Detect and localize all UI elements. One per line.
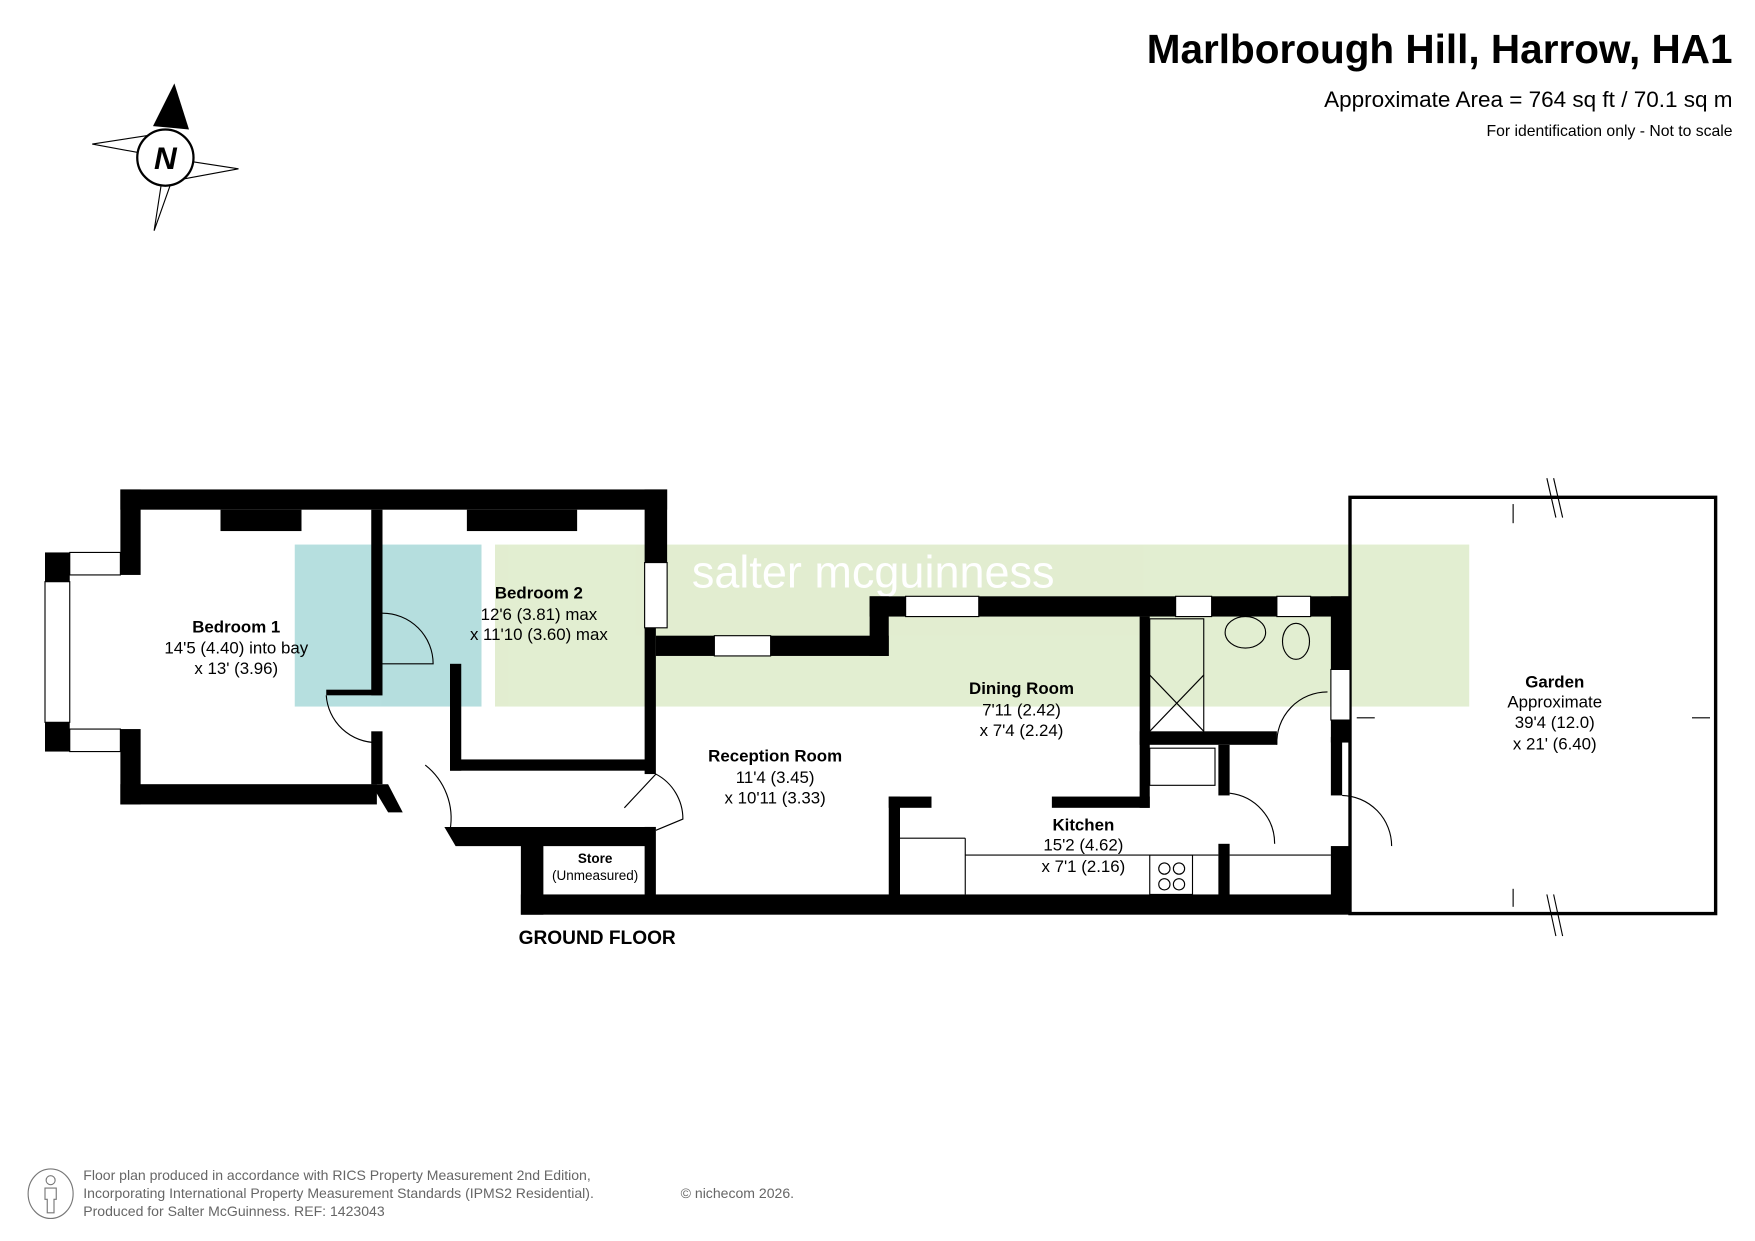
compass-label: N [154, 140, 178, 176]
room-bedroom-2: Bedroom 2 12'6 (3.81) max x 11'10 (3.60)… [470, 584, 608, 645]
room-kitchen: Kitchen 15'2 (4.62) x 7'1 (2.16) [1041, 815, 1125, 876]
room-name: Bedroom 2 [495, 584, 583, 603]
room-dimension: x 11'10 (3.60) max [470, 625, 608, 644]
room-dimension: 15'2 (4.62) [1043, 836, 1123, 855]
room-store: Store (Unmeasured) [552, 851, 638, 883]
person-scale-icon [27, 1168, 74, 1219]
room-dimension: 11'4 (3.45) [736, 768, 815, 787]
room-dimension: 12'6 (3.81) max [481, 605, 598, 624]
property-title: Marlborough Hill, Harrow, HA1 [1147, 26, 1733, 72]
disclaimer: For identification only - Not to scale [1487, 123, 1733, 140]
footer-copyright: © nichecom 2026. [681, 1185, 794, 1201]
room-dimension: x 21' (6.40) [1513, 734, 1597, 753]
room-bedroom-1: Bedroom 1 14'5 (4.40) into bay x 13' (3.… [164, 617, 308, 678]
room-name: Kitchen [1052, 815, 1114, 834]
footer-line-1: Floor plan produced in accordance with R… [83, 1167, 591, 1183]
floor-label: GROUND FLOOR [519, 928, 676, 949]
doors-and-fixtures [325, 612, 1393, 895]
walls [44, 489, 1351, 915]
watermark-text: salter mcguinness [692, 546, 1055, 597]
room-dimension: x 13' (3.96) [194, 659, 278, 678]
room-reception: Reception Room 11'4 (3.45) x 10'11 (3.33… [708, 747, 842, 808]
garden-dimension-arrows [1356, 478, 1710, 937]
room-name: Store [578, 851, 613, 866]
room-name: Garden [1525, 672, 1584, 691]
room-name: Dining Room [969, 679, 1074, 698]
room-dimension: (Unmeasured) [552, 868, 638, 883]
room-dimension: 39'4 (12.0) [1515, 713, 1595, 732]
room-name: Reception Room [708, 747, 842, 766]
room-dimension: x 7'1 (2.16) [1041, 857, 1125, 876]
room-dining: Dining Room 7'11 (2.42) x 7'4 (2.24) [969, 679, 1074, 740]
room-dimension: 14'5 (4.40) into bay [164, 639, 308, 658]
approximate-area: Approximate Area = 764 sq ft / 70.1 sq m [1324, 87, 1732, 112]
room-dimension: x 7'4 (2.24) [980, 721, 1064, 740]
room-dimension: Approximate [1507, 693, 1602, 712]
room-dimension: 7'11 (2.42) [982, 701, 1061, 720]
compass-north-icon: N [92, 83, 239, 231]
room-garden: Garden Approximate 39'4 (12.0) x 21' (6.… [1507, 672, 1602, 753]
room-dimension: x 10'11 (3.33) [724, 788, 825, 807]
room-name: Bedroom 1 [192, 617, 280, 636]
footer-line-2: Incorporating International Property Mea… [83, 1185, 594, 1201]
footer-line-3: Produced for Salter McGuinness. REF: 142… [83, 1203, 385, 1219]
